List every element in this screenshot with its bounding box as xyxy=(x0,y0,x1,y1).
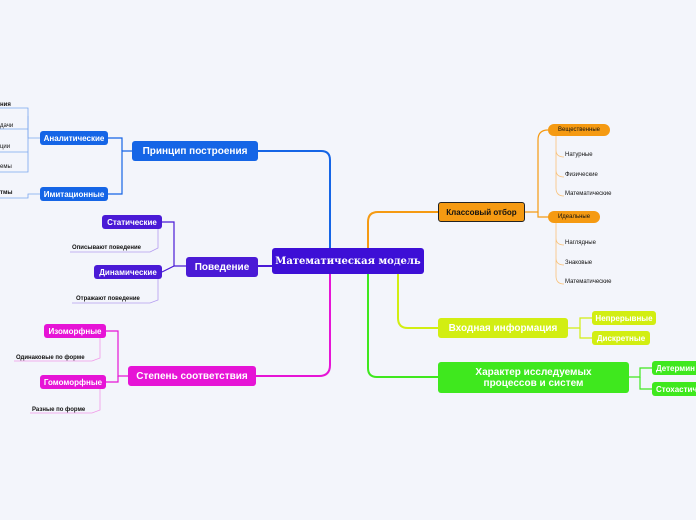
input-node[interactable]: Входная информация xyxy=(438,318,568,338)
correspondence-node[interactable]: Степень соответствия xyxy=(128,366,256,386)
input-continuous[interactable]: Непрерывные xyxy=(592,311,656,325)
isomorphic-node[interactable]: Изоморфные xyxy=(44,324,106,338)
homomorphic-node[interactable]: Гомоморфные xyxy=(40,375,106,389)
nature-node[interactable]: Характер исследуемых процессов и систем xyxy=(438,362,629,393)
dynamic-node[interactable]: Динамические xyxy=(94,265,162,279)
isomorphic-leaf[interactable]: Одинаковые по форме xyxy=(16,355,85,361)
ideal-leaf-2[interactable]: Знаковые xyxy=(565,260,593,266)
imitation-node[interactable]: Имитационные xyxy=(40,187,108,201)
analytic-node[interactable]: Аналитические xyxy=(40,131,108,145)
connector-classes xyxy=(367,211,438,248)
material-node[interactable]: Вещественные xyxy=(548,124,610,136)
behavior-node[interactable]: Поведение xyxy=(186,257,258,277)
connector-input xyxy=(397,274,438,329)
ideal-node[interactable]: Идеальные xyxy=(548,211,600,223)
analytic-leaf-4[interactable]: емы xyxy=(0,164,12,170)
material-leaf-1[interactable]: Натурные xyxy=(565,152,593,158)
central-topic[interactable]: Математическая модель xyxy=(272,248,424,274)
nature-stochastic[interactable]: Стохастич xyxy=(652,382,696,396)
analytic-leaf-1[interactable]: ния xyxy=(0,102,11,108)
connector-correspondence xyxy=(256,274,331,377)
nature-deterministic[interactable]: Детермин xyxy=(652,361,696,375)
connector-principle xyxy=(258,150,331,248)
static-leaf[interactable]: Описывают поведение xyxy=(72,245,141,251)
classes-node[interactable]: Классовый отбор xyxy=(438,202,525,222)
nature-label-line2: процессов и систем xyxy=(483,377,584,389)
dynamic-leaf[interactable]: Отражают поведение xyxy=(76,296,140,302)
ideal-leaf-3[interactable]: Математические xyxy=(565,279,612,285)
material-leaf-3[interactable]: Математические xyxy=(565,191,612,197)
input-discrete[interactable]: Дискретные xyxy=(592,331,650,345)
nature-label-line1: Характер исследуемых xyxy=(475,366,592,378)
analytic-leaf-3[interactable]: ции xyxy=(0,144,11,150)
imitation-leaf-1[interactable]: тмы xyxy=(0,190,13,196)
static-node[interactable]: Статические xyxy=(102,215,162,229)
material-leaf-2[interactable]: Физические xyxy=(565,172,598,178)
analytic-leaf-2[interactable]: дачи xyxy=(0,123,14,129)
ideal-leaf-1[interactable]: Наглядные xyxy=(565,240,596,246)
homomorphic-leaf[interactable]: Разные по форме xyxy=(32,407,86,413)
connector-nature xyxy=(367,274,438,378)
principle-node[interactable]: Принцип построения xyxy=(132,141,258,161)
